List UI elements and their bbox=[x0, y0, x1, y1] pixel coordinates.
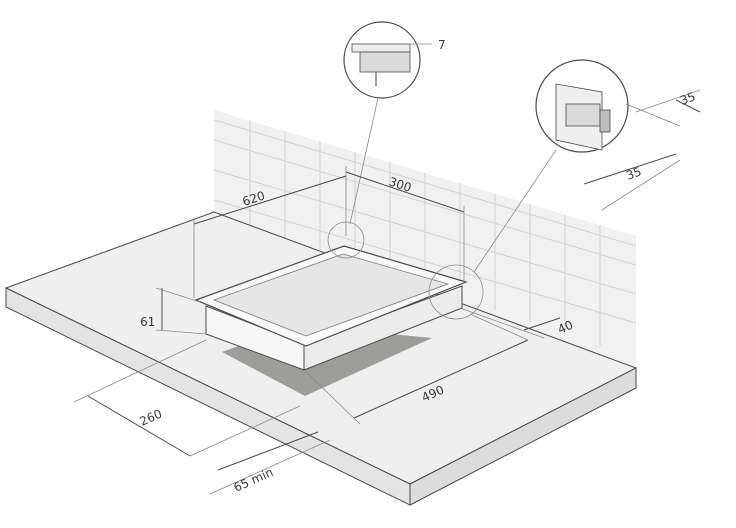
height-label: 61 bbox=[140, 315, 155, 329]
tiled-wall bbox=[213, 110, 637, 368]
hob bbox=[194, 245, 468, 371]
edge-min-label: 65 min bbox=[232, 465, 276, 495]
gap-top-detail-label: 7 bbox=[438, 38, 446, 52]
dimension-lines bbox=[73, 166, 561, 495]
side-width-label: 35 bbox=[624, 164, 643, 182]
rear-gap-label: 40 bbox=[556, 318, 576, 337]
corner-callout-right bbox=[428, 264, 484, 320]
detail-magnifier-top: 7 bbox=[343, 21, 446, 225]
depth-label: 620 bbox=[241, 188, 267, 208]
width-label: 300 bbox=[387, 175, 413, 195]
side-depth-label: 35 bbox=[678, 89, 697, 107]
front-offset-label: 260 bbox=[138, 407, 165, 429]
detail-magnifier-side: 35 35 bbox=[473, 59, 701, 273]
